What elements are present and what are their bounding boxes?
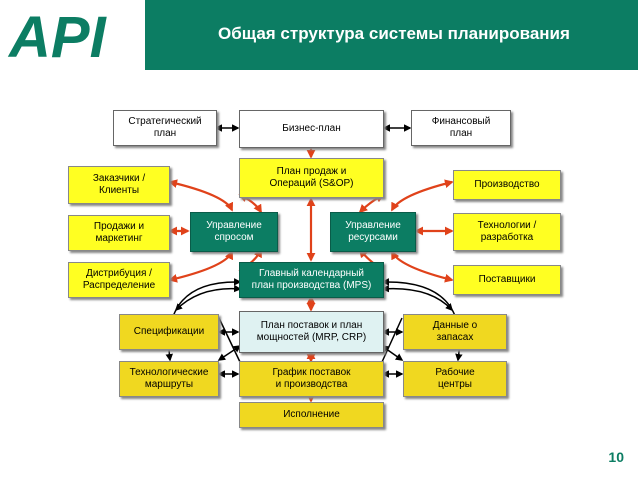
box-inventory-data: Данные о запасах (403, 314, 507, 350)
box-resource-management: Управление ресурсами (330, 212, 416, 252)
box-business-plan: Бизнес-план (239, 110, 384, 148)
arrow-production-resources (391, 179, 454, 212)
box-customers: Заказчики / Клиенты (68, 166, 170, 204)
arrow-mps-specifications (174, 284, 242, 312)
box-execution: Исполнение (239, 402, 384, 428)
box-sales-marketing: Продажи и маркетинг (68, 215, 170, 251)
line-specs-schedule (218, 317, 241, 363)
arrow-mps-inventory (381, 284, 454, 312)
logo-area: API (0, 0, 145, 70)
arrow-workcenters-mrp (380, 345, 404, 361)
box-distribution: Дистрибуция / Распределение (68, 262, 170, 298)
box-technology-development: Технологии / разработка (453, 213, 561, 251)
box-work-centers: Рабочие центры (403, 361, 507, 397)
slide-title: Общая структура системы планирования (218, 24, 570, 43)
box-suppliers: Поставщики (453, 265, 561, 295)
box-schedule: График поставок и производства (239, 361, 384, 397)
box-specifications: Спецификации (119, 314, 219, 350)
box-production: Производство (453, 170, 561, 200)
box-mrp-crp: План поставок и план мощностей (MRP, CRP… (239, 311, 384, 353)
arrow-suppliers-resources (391, 250, 454, 283)
box-sop: План продаж и Операций (S&OP) (239, 158, 384, 198)
box-mps: Главный календарный план производства (M… (239, 262, 384, 298)
arrow-distribution-demand (168, 250, 233, 283)
red-connectors (168, 137, 454, 403)
box-routings: Технологические маршруты (119, 361, 219, 397)
arrow-routings-mrp (217, 345, 242, 361)
box-strategic-plan: Стратегический план (113, 110, 217, 146)
arrow-customers-demand (168, 179, 233, 212)
logo-text: API (7, 5, 108, 66)
line-inventory-schedule (381, 317, 403, 363)
api-logo: API (7, 5, 108, 66)
connector-layer (165, 124, 463, 403)
box-demand-management: Управление спросом (190, 212, 278, 252)
page-number: 10 (608, 449, 624, 465)
box-financial-plan: Финансовый план (411, 110, 511, 146)
